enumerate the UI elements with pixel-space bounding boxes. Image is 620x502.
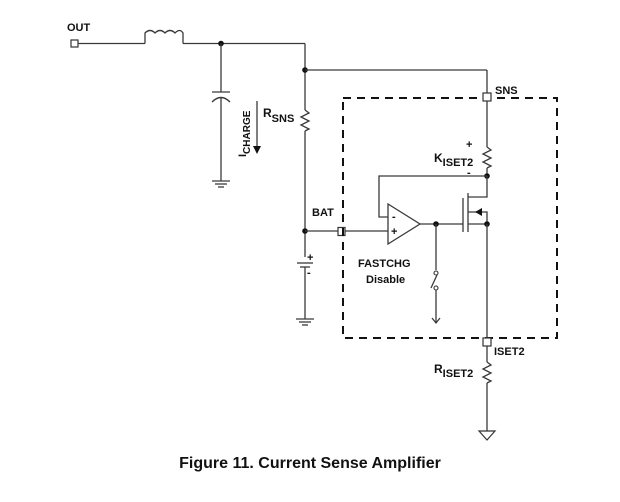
- sns-pin: [482, 92, 492, 102]
- out-pin: [70, 39, 79, 48]
- kiset2-label: KISET2: [434, 151, 473, 169]
- iset2-label: ISET2: [494, 346, 525, 358]
- figure-caption: Figure 11. Current Sense Amplifier: [179, 455, 441, 472]
- bat-label: BAT: [312, 207, 334, 219]
- inductor-symbol: [144, 29, 184, 44]
- kiset2-plus: +: [466, 139, 472, 151]
- out-label: OUT: [67, 22, 91, 34]
- icharge-label: ICHARGE: [237, 110, 253, 157]
- feedback-wire: [378, 175, 487, 218]
- op-amp-symbol: [387, 202, 422, 246]
- ground-symbol: [296, 318, 314, 326]
- fastchg-switch: [430, 270, 439, 291]
- rsns-resistor: [299, 109, 311, 132]
- fastchg-label: FASTCHG: [358, 258, 411, 270]
- opamp-minus: -: [392, 211, 396, 223]
- mosfet-symbol: [462, 176, 488, 232]
- opamp-plus: +: [391, 226, 397, 238]
- riset2-resistor: [481, 361, 493, 384]
- ic-boundary: [342, 97, 558, 339]
- iset2-pin: [482, 337, 492, 347]
- ground-symbol: [212, 180, 230, 188]
- sns-label: SNS: [495, 85, 518, 97]
- battery-minus: -: [307, 267, 311, 279]
- icharge-arrow: [253, 101, 261, 154]
- kiset2-minus: -: [467, 167, 471, 179]
- riset2-label: RISET2: [434, 362, 473, 380]
- ground-arrow-icon: [431, 317, 441, 325]
- battery-plus: +: [307, 252, 313, 264]
- ground-triangle-icon: [477, 430, 497, 441]
- rsns-label: RSNS: [263, 106, 294, 125]
- kiset2-resistor: [481, 146, 493, 169]
- fastchg-disable-label: Disable: [366, 274, 405, 286]
